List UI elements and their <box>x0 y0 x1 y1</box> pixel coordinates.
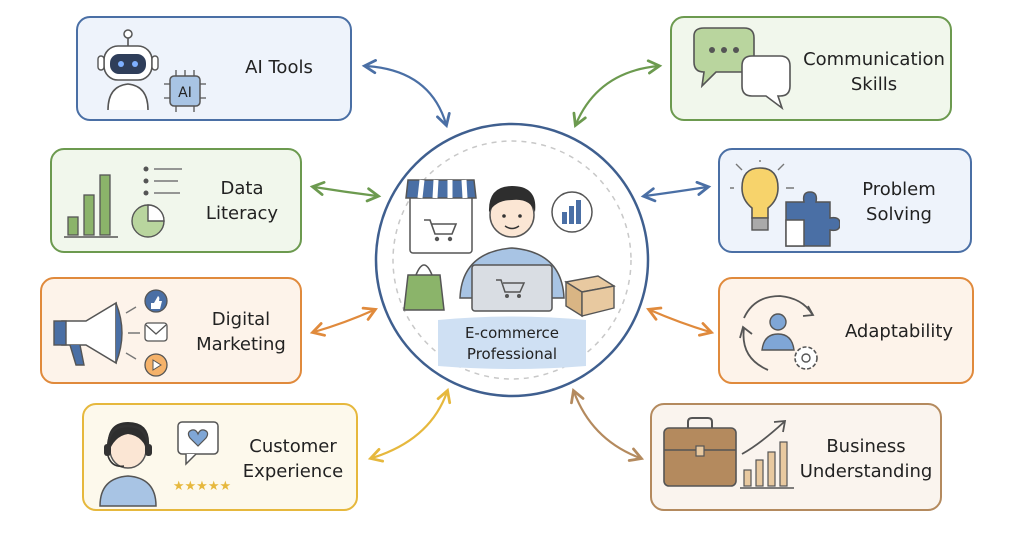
speech-bubbles-icon <box>693 27 791 111</box>
analytics-icon <box>551 191 593 233</box>
label-adaptability: Adaptability <box>844 321 954 342</box>
arrow-problem-solving <box>640 180 712 203</box>
arrow-digital-marketing <box>309 306 378 337</box>
arrow-data-literacy <box>309 181 382 203</box>
rating-stars: ★★★★★ <box>173 479 231 494</box>
parcel-box-icon <box>564 275 616 318</box>
label-business-understanding: Business Understanding <box>799 436 933 482</box>
megaphone-icon <box>53 289 168 377</box>
label-ai-tools: AI Tools <box>245 57 313 78</box>
ai-chip-badge: AI <box>178 85 192 101</box>
person-at-laptop-icon <box>459 186 565 312</box>
label-problem-solving: Problem Solving <box>862 179 936 225</box>
lightbulb-puzzle-icon <box>730 160 840 247</box>
label-customer-experience: Customer Experience <box>242 436 344 482</box>
arrow-customer-experience <box>367 387 452 463</box>
label-digital-marketing: Digital Marketing <box>196 309 286 355</box>
shopping-bag-icon <box>403 264 445 311</box>
arrow-ai-tools <box>361 59 451 129</box>
briefcase-growth-icon <box>663 417 794 489</box>
arrow-business-understanding <box>570 387 645 462</box>
arrow-adaptability <box>646 306 715 337</box>
cycle-gear-icon <box>739 295 818 371</box>
center-label-highlight <box>438 316 586 369</box>
label-communication-skills: Communication Skills <box>803 49 945 95</box>
arrow-communication-skills <box>572 59 663 128</box>
storefront-icon <box>405 179 477 254</box>
center-label: E-commerce Professional <box>464 324 560 363</box>
headset-agent-icon: ★★★★★ <box>99 421 231 507</box>
label-data-literacy: Data Literacy <box>205 178 279 224</box>
center-hub <box>374 122 650 398</box>
bar-chart-icon <box>64 166 182 238</box>
robot-icon: AI <box>97 29 206 112</box>
